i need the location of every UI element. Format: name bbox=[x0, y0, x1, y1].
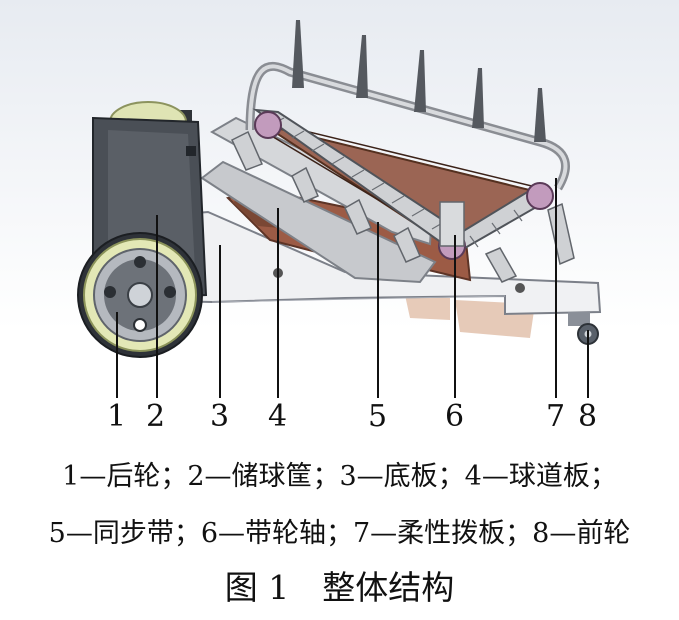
legend-line-2: 5—同步带；6—带轮轴；7—柔性拨板；8—前轮 bbox=[48, 518, 631, 549]
rear-wheel bbox=[77, 232, 203, 358]
legend-line-1: 1—后轮；2—储球筐；3—底板；4—球道板； bbox=[62, 461, 617, 492]
label-3: 3 bbox=[210, 399, 230, 434]
figure-caption: 图 1 整体结构 bbox=[224, 568, 455, 607]
slide-panel bbox=[200, 160, 437, 284]
leader-lines bbox=[116, 178, 589, 398]
label-5: 5 bbox=[368, 399, 388, 434]
pulley bbox=[526, 182, 554, 210]
conveyor-assembly bbox=[245, 61, 570, 260]
support-pad bbox=[405, 295, 450, 320]
pulley bbox=[254, 111, 282, 139]
label-7: 7 bbox=[546, 399, 566, 434]
bolt bbox=[515, 283, 525, 293]
label-8: 8 bbox=[578, 399, 598, 434]
spike-row bbox=[292, 20, 546, 142]
label-2: 2 bbox=[146, 399, 166, 434]
label-1: 1 bbox=[107, 399, 127, 434]
machine-illustration bbox=[0, 0, 679, 398]
label-4: 4 bbox=[268, 399, 288, 434]
label-6: 6 bbox=[445, 399, 465, 434]
